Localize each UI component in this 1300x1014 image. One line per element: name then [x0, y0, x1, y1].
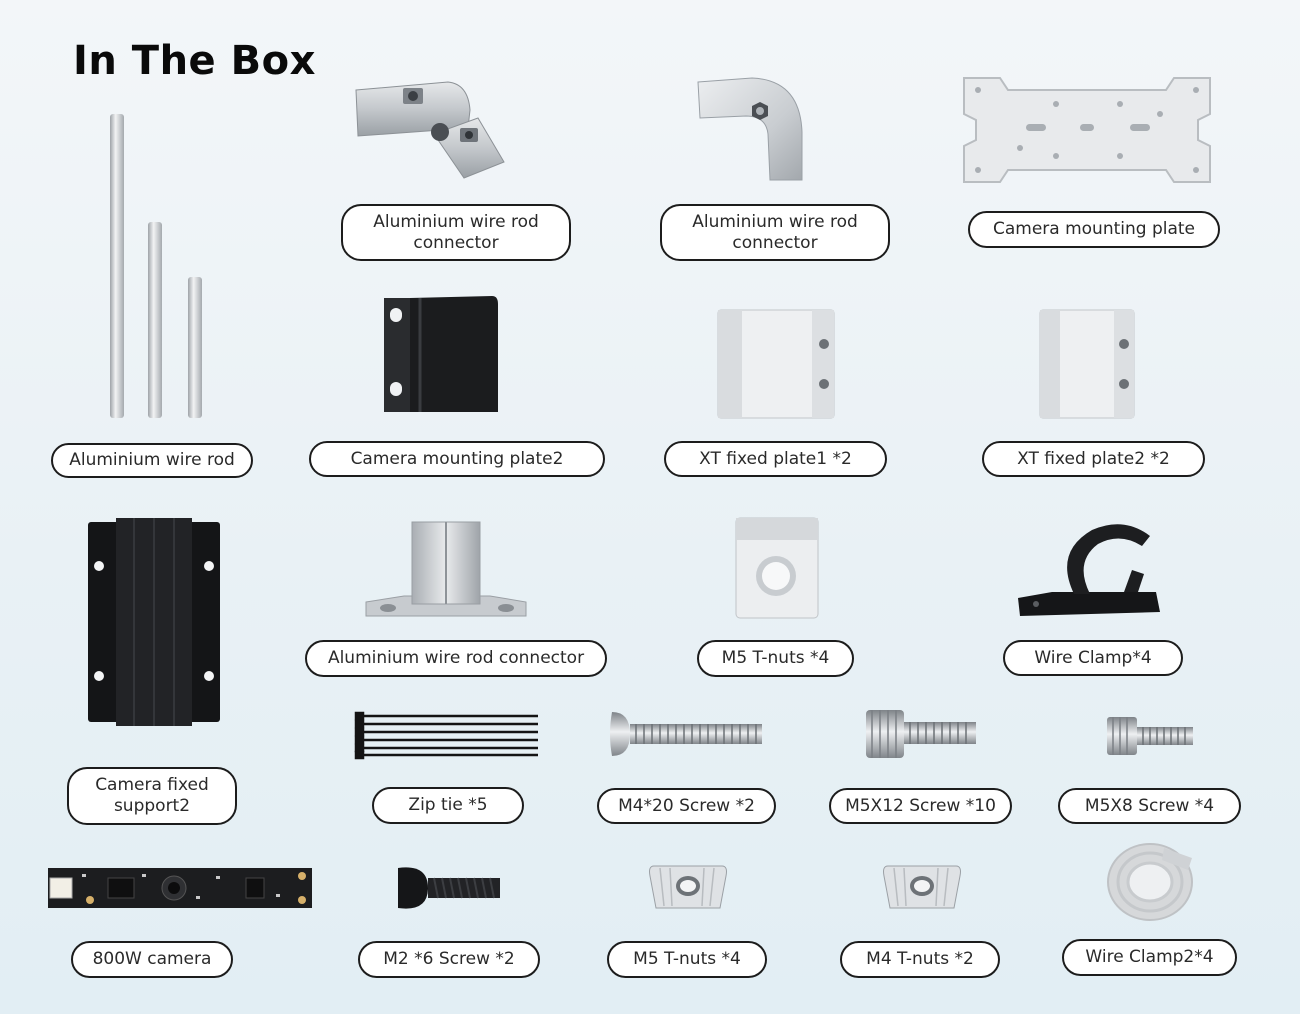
label-camera-mounting-plate: Camera mounting plate — [968, 211, 1220, 248]
label-800w-camera: 800W camera — [71, 941, 233, 978]
label-m5x12-screw: M5X12 Screw *10 — [829, 788, 1012, 824]
zip-tie-icon — [354, 710, 542, 760]
label-wire-clamp2: Wire Clamp2*4 — [1062, 939, 1237, 976]
label-m4x20-screw: M4*20 Screw *2 — [597, 788, 776, 824]
label-aluminium-wire-rod-connector-3: Aluminium wire rod connector — [305, 640, 607, 677]
label-aluminium-wire-rod-connector-1: Aluminium wire rod connector — [341, 204, 571, 261]
t-nut-block-icon — [732, 514, 822, 622]
screw-icon-m4x20 — [606, 706, 766, 762]
elbow-connector-icon — [692, 72, 807, 184]
velcro-roll-icon — [1104, 840, 1196, 924]
label-camera-fixed-support2: Camera fixed support2 — [67, 767, 237, 825]
rods-icon — [104, 112, 214, 422]
label-xt-fixed-plate1: XT fixed plate1 *2 — [664, 441, 887, 477]
label-m5x8-screw: M5X8 Screw *4 — [1058, 788, 1241, 824]
label-m2x6-screw: M2 *6 Screw *2 — [358, 941, 540, 978]
black-screw-icon — [394, 862, 504, 914]
flange-connector-icon — [360, 518, 532, 620]
label-zip-tie: Zip tie *5 — [372, 787, 524, 824]
label-m5-t-nuts-2: M5 T-nuts *4 — [607, 941, 767, 978]
corner-connector-icon — [348, 70, 508, 185]
label-xt-fixed-plate2: XT fixed plate2 *2 — [982, 441, 1205, 477]
support-icon — [86, 518, 222, 728]
t-nut-icon-m4 — [880, 860, 964, 914]
screw-icon-m5x8 — [1104, 714, 1196, 758]
bracket-icon — [380, 294, 502, 416]
label-aluminium-wire-rod: Aluminium wire rod — [51, 443, 253, 478]
label-m5-t-nuts-1: M5 T-nuts *4 — [697, 640, 854, 677]
label-camera-mounting-plate2: Camera mounting plate2 — [309, 441, 605, 477]
t-nut-icon-m5 — [646, 860, 730, 914]
label-aluminium-wire-rod-connector-2: Aluminium wire rod connector — [660, 204, 890, 261]
mounting-plate-icon — [960, 74, 1214, 186]
fixed-plate-icon-2 — [1036, 306, 1138, 422]
label-wire-clamp: Wire Clamp*4 — [1003, 640, 1183, 676]
fixed-plate-icon-1 — [714, 306, 838, 422]
page-title: In The Box — [73, 38, 316, 84]
camera-board-icon — [46, 866, 314, 910]
label-m4-t-nuts: M4 T-nuts *2 — [840, 941, 1000, 978]
screw-icon-m5x12 — [862, 706, 980, 762]
wire-clamp-icon — [1012, 512, 1164, 622]
